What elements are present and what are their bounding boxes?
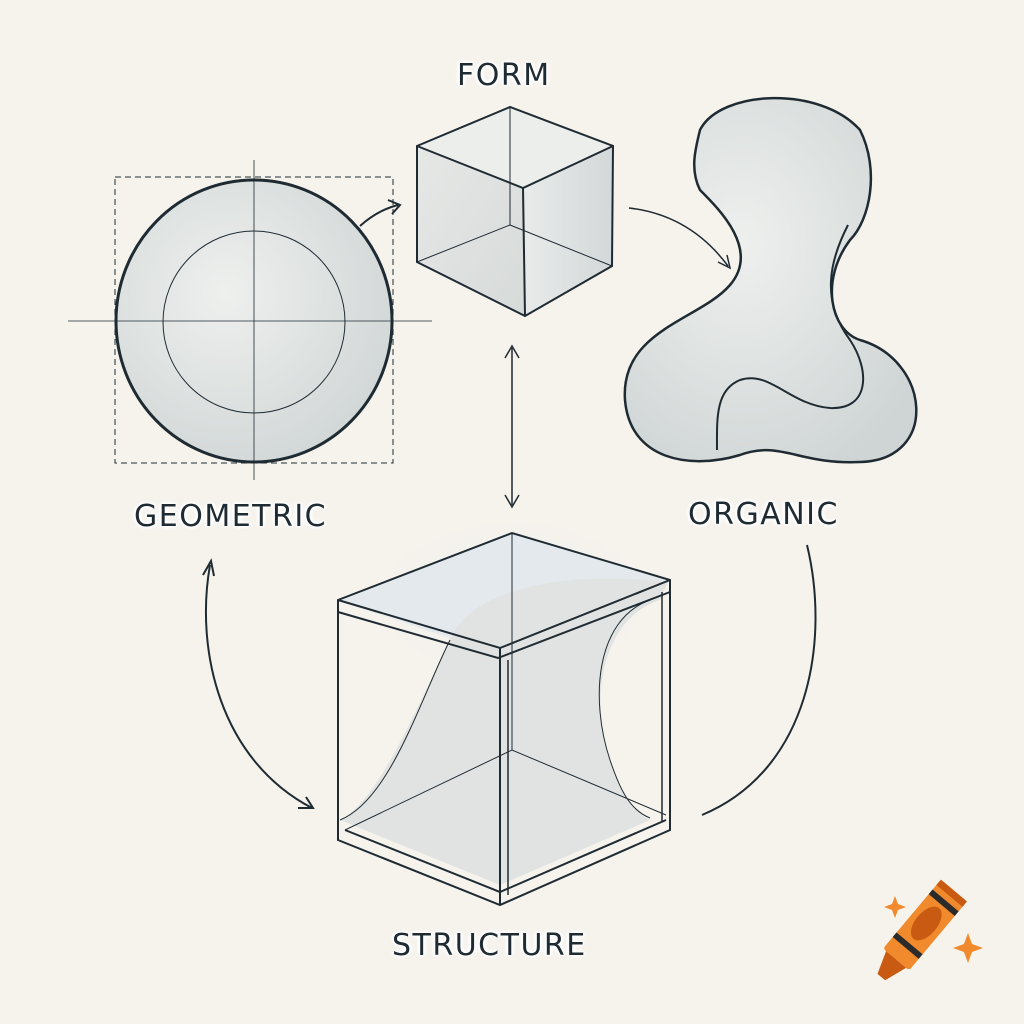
label-geometric: GEOMETRIC [134,499,328,534]
arc-organic-structure [701,544,817,816]
arrow-form-structure [504,344,520,509]
label-organic: ORGANIC [688,497,839,532]
arrow-geometric-structure [202,558,315,809]
arrow-form-to-organic [628,207,729,267]
sparkle-icon [884,896,906,918]
form-cube-shape [416,105,615,318]
crayon-logo-icon [877,879,967,981]
organic-blob-shape [623,96,918,464]
label-structure: STRUCTURE [392,928,587,963]
label-form: FORM [457,58,551,93]
structure-cube-shape [337,531,671,907]
geometric-circle-shape [68,160,432,480]
arrow-geometric-to-form [359,204,399,227]
sparkle-icon [953,933,983,963]
